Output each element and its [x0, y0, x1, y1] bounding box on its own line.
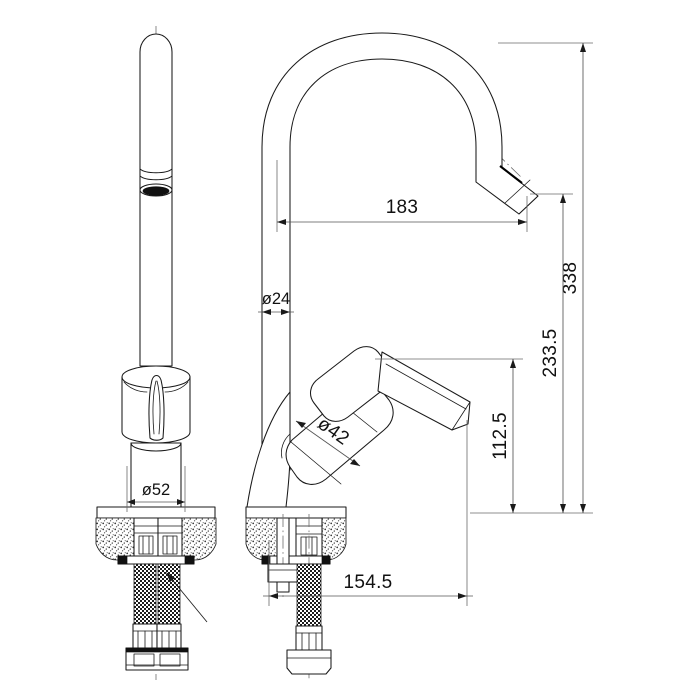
front-lock-nut-top-edge — [125, 647, 189, 653]
side-hose — [296, 563, 322, 627]
front-connector-left-core — [138, 535, 154, 555]
front-countertop-right — [173, 517, 217, 561]
side-outlet-inner-edge — [504, 179, 531, 204]
side-handle-notch — [281, 433, 291, 459]
front-elevation-view: ø52 — [95, 26, 217, 680]
front-washer-end-left — [117, 555, 128, 565]
front-knob-notch-right — [164, 381, 189, 393]
dimension-label-handle-height: 112.5 — [490, 412, 511, 460]
side-lever-arm-tip — [451, 401, 471, 431]
side-handle-assembly — [246, 346, 471, 508]
front-connector-right-core — [162, 535, 178, 555]
side-elevation-view — [245, 32, 539, 680]
dimension-total-height: 338 — [470, 42, 593, 514]
front-shaft-top-ellipse — [130, 442, 182, 452]
side-lever-arm — [377, 351, 471, 431]
dimension-spout-tube-diameter: ø24 — [258, 290, 294, 315]
front-washer-end-right — [184, 555, 195, 565]
side-hose-cap-nut — [286, 649, 332, 675]
front-outlet-aperture — [142, 186, 170, 196]
front-lever — [148, 374, 165, 441]
front-connector-right — [157, 517, 183, 557]
dimension-label-spout-outlet-height: 233.5 — [540, 328, 561, 377]
dimension-label-total-height: 338 — [560, 262, 581, 295]
side-handle-seam-lower — [290, 441, 342, 485]
dimension-label-spout-reach: 183 — [386, 197, 419, 218]
side-lever-arm-crease — [385, 363, 467, 410]
side-spout-body — [261, 32, 539, 471]
front-lock-nut-face-right — [159, 653, 181, 667]
dimension-handle-height: 112.5 — [375, 358, 523, 513]
front-hose-right — [157, 563, 181, 625]
side-stud-tip — [276, 581, 290, 593]
front-aerator-band-top — [139, 168, 173, 174]
front-countertop-left — [95, 517, 139, 561]
side-washer-bar — [261, 555, 331, 565]
front-spout-tube — [139, 33, 173, 367]
side-aerator-joint — [499, 165, 523, 184]
dimension-line-handle-diameter — [295, 420, 361, 467]
dimension-hose-offset: 154.5 — [263, 420, 473, 606]
side-stud-nut — [267, 563, 299, 583]
side-outlet-face — [518, 195, 539, 215]
front-lever-base-curve — [149, 437, 164, 441]
front-hose-left — [133, 563, 157, 625]
front-knob-notch-left — [123, 381, 148, 393]
dimension-spout-reach: 183 — [276, 160, 528, 232]
front-lever-crease-right — [156, 380, 161, 435]
front-aerator-band-lower — [139, 175, 173, 181]
side-washer-end-left — [261, 555, 271, 565]
front-connector-left — [133, 517, 159, 557]
side-washer-end-right — [321, 555, 331, 565]
front-base-flange — [96, 506, 216, 519]
dimension-label-hose-offset: 154.5 — [343, 572, 392, 593]
dimension-body-base-diameter: ø52 — [126, 466, 186, 512]
dimension-spout-outlet-height: 233.5 — [530, 193, 573, 513]
front-lock-nut-face-left — [133, 653, 155, 667]
dimension-label-body-base-diameter: ø52 — [142, 481, 170, 499]
side-handle-skirt — [246, 391, 291, 508]
front-lever-crease-left — [152, 380, 157, 435]
dimension-label-spout-tube-diameter: ø24 — [262, 290, 290, 308]
flexible-hose-leader — [166, 572, 208, 623]
side-base-flange — [245, 506, 347, 519]
front-washer-bar — [117, 555, 195, 565]
